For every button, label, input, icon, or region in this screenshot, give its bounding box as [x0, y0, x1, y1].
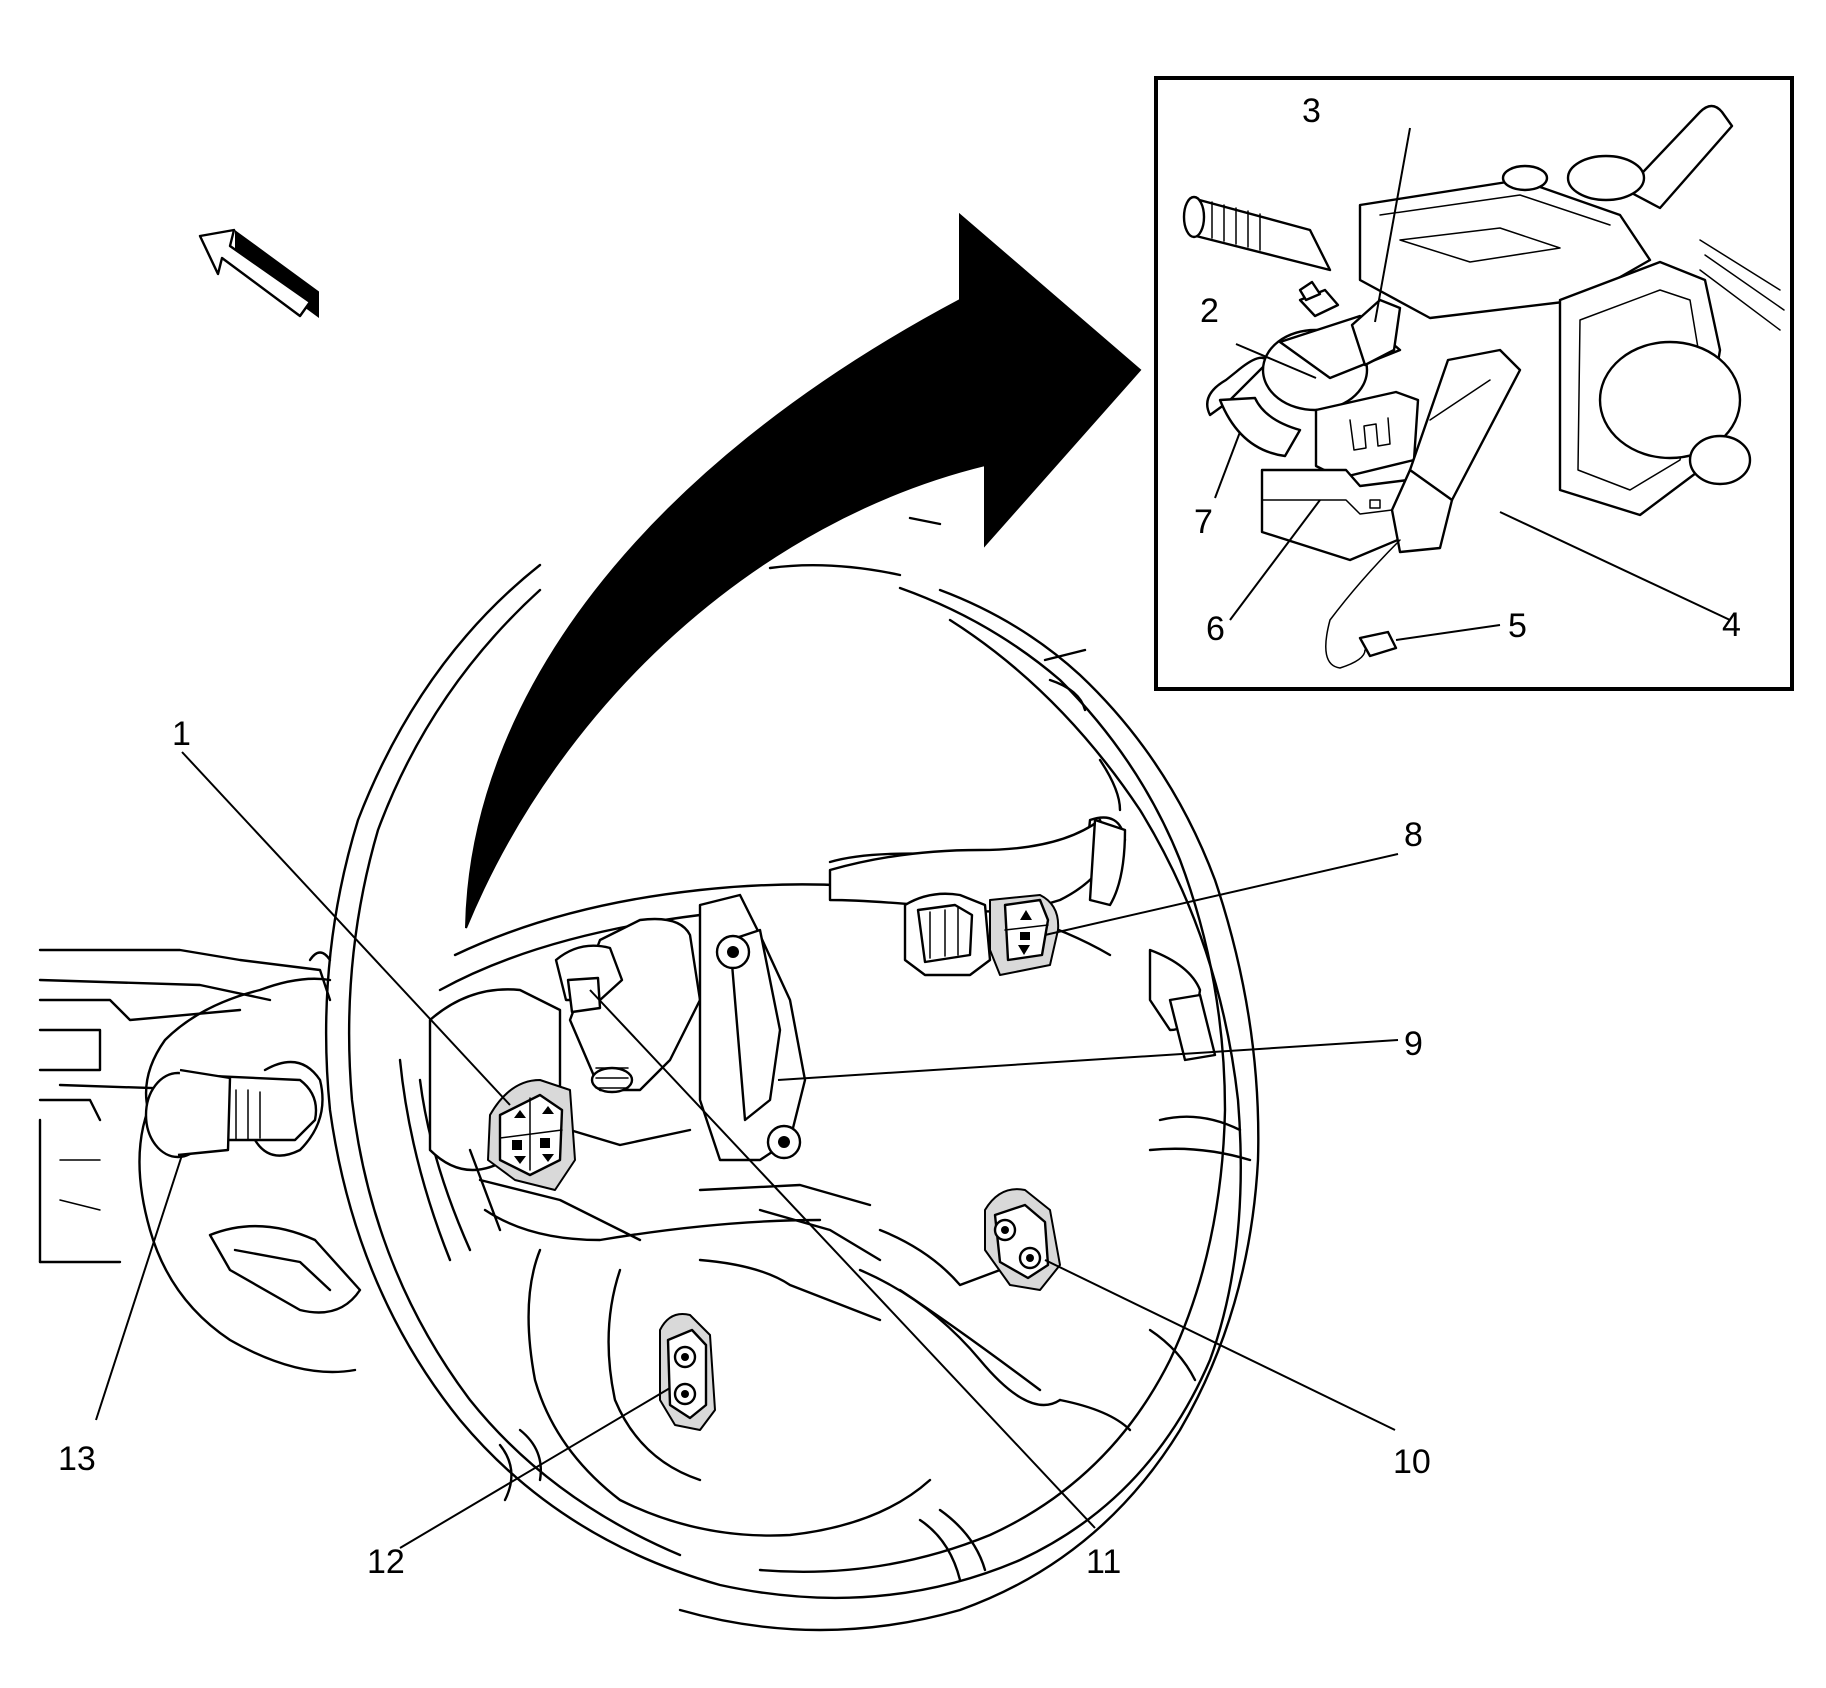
callout-7: 7	[1194, 503, 1213, 541]
callout-8: 8	[1404, 816, 1423, 854]
steering-wheel-hub	[428, 818, 1217, 1537]
leader-lines	[95, 127, 1731, 1549]
callout-6: 6	[1206, 610, 1225, 648]
column-shroud	[38, 948, 362, 1374]
detail-view-arrow	[465, 212, 1142, 929]
forward-direction-arrow	[198, 228, 319, 318]
callout-5: 5	[1508, 607, 1527, 645]
callout-4: 4	[1722, 606, 1741, 644]
callout-1: 1	[172, 715, 191, 753]
callout-3: 3	[1302, 92, 1321, 130]
callout-13: 13	[58, 1440, 96, 1478]
left-steering-wheel-switch	[487, 1079, 576, 1191]
callout-2: 2	[1200, 292, 1219, 330]
turn-signal-lever	[144, 1068, 318, 1159]
callout-11: 11	[1086, 1543, 1121, 1581]
right-lower-switch	[984, 1188, 1061, 1291]
callout-9: 9	[1404, 1025, 1423, 1063]
callout-labels: 1 2 3 4 5 6 7 8 9 10 11 12 13	[58, 92, 1741, 1581]
right-steering-wheel-switch	[903, 892, 1060, 977]
callout-10: 10	[1393, 1443, 1431, 1481]
callout-12: 12	[367, 1543, 405, 1581]
inset-detail-box	[1154, 76, 1794, 691]
left-lower-switch	[659, 1313, 716, 1431]
